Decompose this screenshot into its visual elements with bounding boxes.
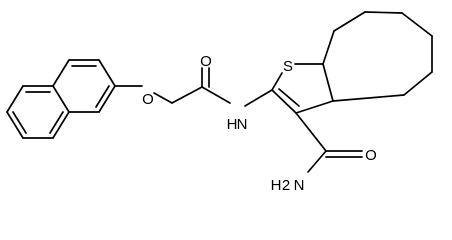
bond (244, 89, 273, 107)
bond-layer (6, 11, 433, 173)
bond (6, 85, 24, 113)
bond (307, 150, 327, 173)
bond (12, 111, 27, 134)
bond (278, 88, 300, 107)
atom-label-o-ether: O (142, 91, 154, 108)
bond (401, 12, 433, 37)
bond (295, 100, 334, 114)
bond (52, 85, 70, 113)
atom-label-n-amide: N (237, 116, 248, 133)
atom-label-nh2: H (271, 177, 282, 194)
bond (49, 111, 64, 134)
bond (271, 72, 283, 91)
bond (98, 85, 116, 113)
bond (295, 112, 327, 152)
atom-label-nh2: 2 (282, 177, 290, 194)
bond (322, 63, 334, 102)
atom-label-nh2: N (294, 177, 305, 194)
bond (171, 86, 203, 104)
molecule-structure-diagram: O O S H N O H 2 N (6, 11, 433, 194)
bond (153, 92, 173, 104)
atom-label-o-amide: O (365, 147, 377, 164)
atom-label-layer: O O S H N O H 2 N (142, 53, 377, 194)
bond (364, 11, 403, 14)
bond (98, 59, 116, 87)
bond (52, 111, 70, 139)
atom-label-s-ring: S (283, 58, 293, 75)
atom-label-o-carbonyl: O (200, 53, 212, 70)
atom-label-n-amide: H (227, 116, 238, 133)
bond (95, 85, 110, 108)
bond (333, 11, 366, 32)
bond (271, 89, 297, 114)
bond (6, 111, 24, 139)
bond (403, 71, 433, 96)
bond (52, 59, 70, 87)
bond (201, 86, 231, 104)
bond (332, 94, 405, 102)
bond (322, 30, 335, 65)
